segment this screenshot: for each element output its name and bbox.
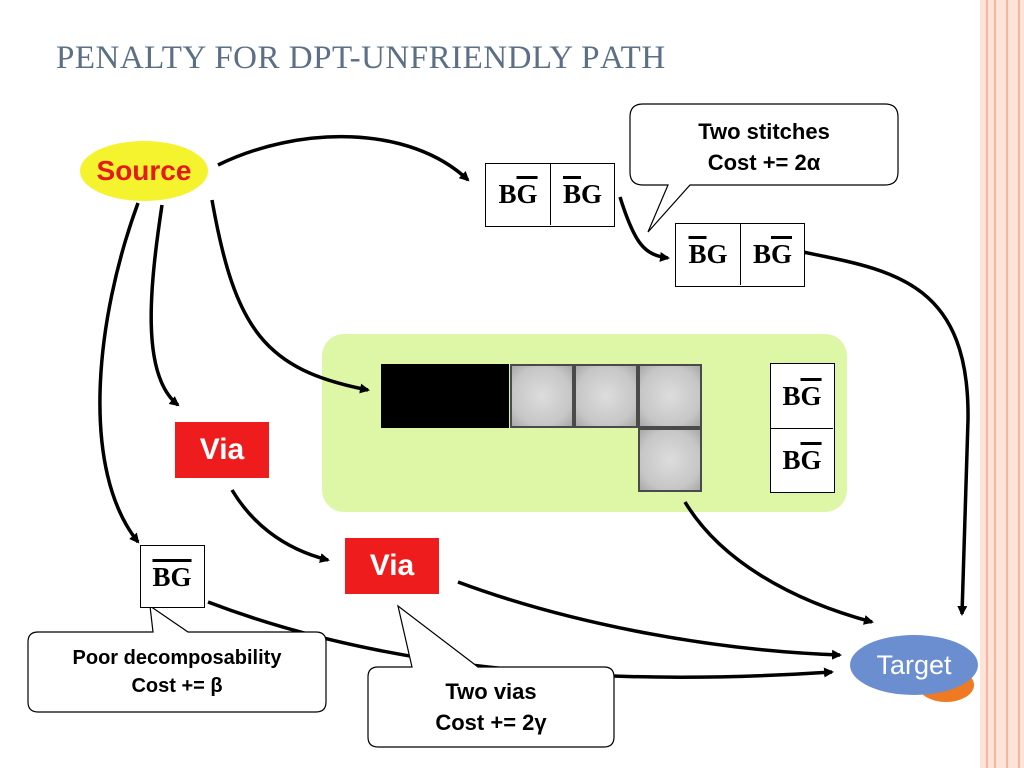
callout-decomposability-shape [27, 604, 327, 713]
via-node-2: Via [345, 538, 439, 594]
page-title: PENALTY FOR DPT-UNFRIENDLY PATH [56, 40, 666, 76]
gray-cell [638, 428, 702, 492]
bg-single: BG [140, 545, 205, 608]
black-cell [381, 364, 445, 428]
bg-stack: BG BG [770, 363, 835, 493]
callout-vias-shape [367, 604, 615, 748]
callout-stitches-text: Two stitches Cost += 2α [698, 119, 830, 175]
callout-stitches-shape [629, 103, 899, 233]
gray-cell [638, 364, 702, 428]
via-node-1: Via [175, 422, 269, 478]
gray-cell [574, 364, 638, 428]
gray-cell [510, 364, 574, 428]
black-cell [445, 364, 509, 428]
source-node: Source [80, 141, 208, 201]
bg-pair-middle: BG BG [675, 223, 805, 287]
decorative-stripes [980, 0, 1024, 768]
target-node: Target [850, 635, 978, 695]
bg-pair-top: BG BG [485, 163, 615, 227]
callout-vias-text: Two vias Cost += 2γ [435, 679, 547, 735]
callout-decomposability-text: Poor decomposability Cost += β [72, 647, 282, 697]
